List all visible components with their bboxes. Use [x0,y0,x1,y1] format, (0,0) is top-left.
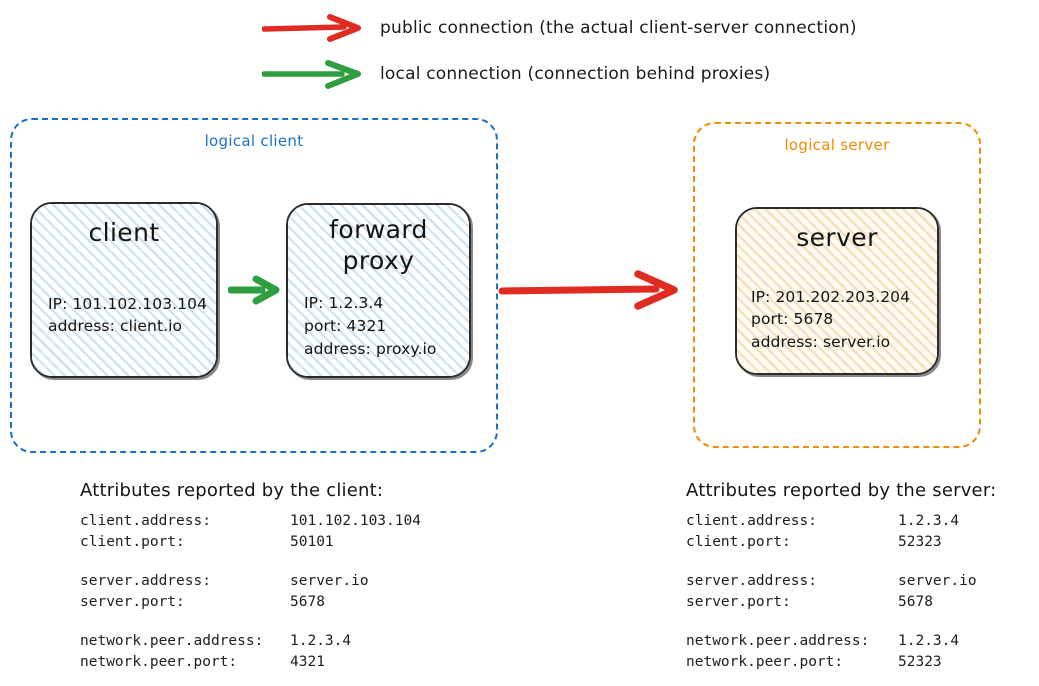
logical-client-label: logical client [204,132,304,150]
client-title: client [88,218,160,247]
public-connection-arrow [498,270,678,310]
attr-value: 52323 [898,533,942,550]
proxy-details: IP: 1.2.3.4 port: 4321 address: proxy.io [288,292,469,361]
table-row: network.peer.port: 4321 [80,652,421,673]
legend-label-public: public connection (the actual client-ser… [380,18,857,38]
node-client[interactable]: client IP: 101.102.103.104 address: clie… [30,202,218,378]
attr-value: 52323 [898,653,942,670]
attr-value: 5678 [898,593,933,610]
attr-key: network.peer.port: [80,653,238,670]
table-row: network.peer.address: 1.2.3.4 [686,631,977,652]
client-hatch-fill [32,204,216,376]
table-spacer [80,552,421,571]
attr-key: client.address: [80,513,211,529]
attr-value: server.io [290,573,369,590]
attributes-client-table: client.address: 101.102.103.104 client.p… [80,511,421,672]
table-row: server.port: 5678 [686,592,977,613]
node-forward-proxy[interactable]: forward proxy IP: 1.2.3.4 port: 4321 add… [286,203,471,378]
attr-value: 5678 [290,593,325,610]
attr-key: server.port: [686,593,791,610]
attr-value: 1.2.3.4 [898,633,960,650]
table-spacer [686,612,977,631]
attr-key: server.port: [80,593,185,610]
table-row: network.peer.address: 1.2.3.4 [80,631,421,652]
server-title: server [796,223,878,252]
legend-item-public-connection: public connection (the actual client-ser… [262,13,857,43]
table-spacer [80,612,421,631]
proxy-title-line2: proxy [342,245,415,275]
server-hatch-fill [737,209,937,373]
table-row: network.peer.port: 52323 [686,652,977,673]
table-row: client.port: 52323 [686,532,977,553]
client-detail-ip: IP: 101.102.103.104 [48,294,208,313]
node-server[interactable]: server IP: 201.202.203.204 port: 5678 ad… [735,207,939,375]
proxy-title: forward proxy [288,215,469,276]
table-row: client.address: 101.102.103.104 [80,511,421,532]
attr-key: network.peer.port: [686,653,844,670]
attributes-client-heading: Attributes reported by the client: [80,480,384,501]
attr-key: client.port: [686,533,791,550]
attr-key: client.port: [80,533,185,550]
server-detail-ip: IP: 201.202.203.204 [751,287,911,306]
server-details: IP: 201.202.203.204 port: 5678 address: … [737,286,937,355]
proxy-detail-ip: IP: 1.2.3.4 [304,294,384,312]
attr-value: 1.2.3.4 [898,513,960,529]
red-arrow-icon [262,14,361,42]
table-row: client.port: 50101 [80,532,421,553]
proxy-hatch-fill [288,205,469,376]
server-detail-address: address: server.io [751,333,891,352]
attr-key: network.peer.address: [686,633,870,650]
attr-value: server.io [898,573,977,590]
attributes-server-heading: Attributes reported by the server: [686,480,997,501]
attr-key: client.address: [686,513,817,529]
attributes-server-table: client.address: 1.2.3.4 client.port: 523… [686,511,977,672]
client-details: IP: 101.102.103.104 address: client.io [32,293,216,339]
table-row: server.address: server.io [80,571,421,592]
attr-value: 1.2.3.4 [290,633,352,650]
table-row: server.address: server.io [686,571,977,592]
attr-key: server.address: [686,573,817,590]
logical-server-group: logical server [693,122,981,448]
proxy-title-line1: forward [329,215,428,244]
proxy-detail-address: address: proxy.io [304,339,437,358]
local-connection-arrow [228,275,280,305]
attributes-reported-by-client: Attributes reported by the client: clien… [80,480,421,672]
attr-value: 4321 [290,653,325,670]
server-detail-port: port: 5678 [751,310,834,329]
attributes-reported-by-server: Attributes reported by the server: clien… [686,480,996,672]
logical-server-label: logical server [784,136,890,154]
legend-item-local-connection: local connection (connection behind prox… [262,59,770,89]
client-detail-address: address: client.io [48,317,183,336]
table-row: client.address: 1.2.3.4 [686,511,977,532]
attr-key: network.peer.address: [80,633,264,650]
table-spacer [686,552,977,571]
green-arrow-icon [262,60,361,89]
attr-value: 101.102.103.104 [290,513,421,529]
legend-label-local: local connection (connection behind prox… [380,64,771,84]
logical-client-group: logical client [10,118,498,453]
attr-key: server.address: [80,573,211,590]
table-row: server.port: 5678 [80,592,421,613]
proxy-detail-port: port: 4321 [304,316,387,335]
attr-value: 50101 [290,533,334,550]
